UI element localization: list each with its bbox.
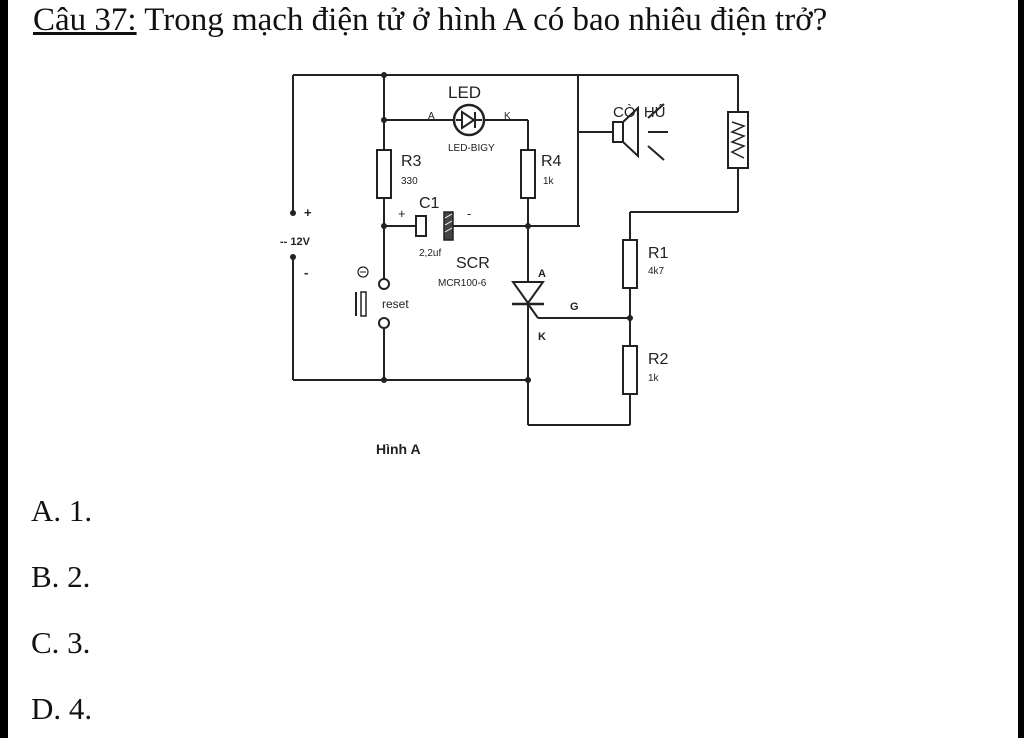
answer-option-d[interactable]: D. 4. — [31, 691, 93, 726]
answer-option-b[interactable]: B. 2. — [31, 559, 91, 594]
label-scr-cathode: K — [538, 331, 546, 343]
label-r4-value: 1k — [543, 176, 555, 187]
label-battery-voltage: -- 12V — [280, 236, 311, 248]
label-scr-part: MCR100-6 — [438, 278, 487, 289]
resistor-r1 — [622, 239, 638, 289]
label-led-cathode: K — [504, 111, 511, 122]
answer-list: A. 1. B. 2. C. 3. D. 4. — [31, 488, 92, 738]
resistor-r4 — [520, 149, 536, 199]
circuit-diagram: LED A K LED-BIGY R3 330 R4 1k C1 2,2uf +… — [280, 72, 749, 457]
led-icon — [452, 103, 486, 137]
answer-option-c[interactable]: C. 3. — [31, 625, 91, 660]
scr-icon — [511, 281, 545, 319]
label-reset: reset — [382, 297, 409, 311]
label-scr-anode: A — [538, 268, 546, 280]
label-r4: R4 — [541, 153, 562, 170]
label-led: LED — [448, 83, 481, 102]
question-text: Trong mạch điện tử ở hình A có bao nhiêu… — [136, 2, 828, 38]
question-title: Câu 37: Trong mạch điện tử ở hình A có b… — [33, 2, 827, 39]
figure-caption: Hình A — [376, 441, 421, 457]
capacitor-c1 — [415, 211, 454, 241]
resistor-r3 — [376, 149, 392, 199]
label-r3: R3 — [401, 153, 422, 170]
label-buzzer: CÒI HÚ — [613, 104, 666, 121]
label-battery-plus: + — [304, 205, 312, 220]
wires — [292, 74, 739, 426]
label-cap-minus: - — [467, 206, 471, 221]
label-cap-plus: + — [398, 206, 406, 221]
label-led-part: LED-BIGY — [448, 143, 495, 154]
label-r2-value: 1k — [648, 373, 660, 384]
right-element-icon — [727, 111, 749, 169]
label-r2: R2 — [648, 351, 669, 368]
label-c1: C1 — [419, 195, 440, 212]
label-r3-value: 330 — [401, 176, 418, 187]
buzzer-icon — [612, 103, 668, 161]
label-scr: SCR — [456, 255, 490, 272]
resistor-r2 — [622, 345, 638, 395]
question-number: Câu 37: — [33, 2, 137, 38]
label-scr-gate: G — [570, 301, 579, 313]
label-battery-minus: - — [304, 265, 308, 280]
label-c1-value: 2,2uf — [419, 248, 441, 259]
answer-option-a[interactable]: A. 1. — [31, 493, 93, 528]
reset-switch-icon — [357, 266, 390, 329]
label-r1: R1 — [648, 245, 669, 262]
question-page: Câu 37: Trong mạch điện tử ở hình A có b… — [8, 0, 1018, 738]
battery-terminals — [290, 210, 296, 260]
junction-dots — [381, 72, 633, 383]
label-led-anode: A — [428, 111, 435, 122]
label-r1-value: 4k7 — [648, 266, 665, 277]
